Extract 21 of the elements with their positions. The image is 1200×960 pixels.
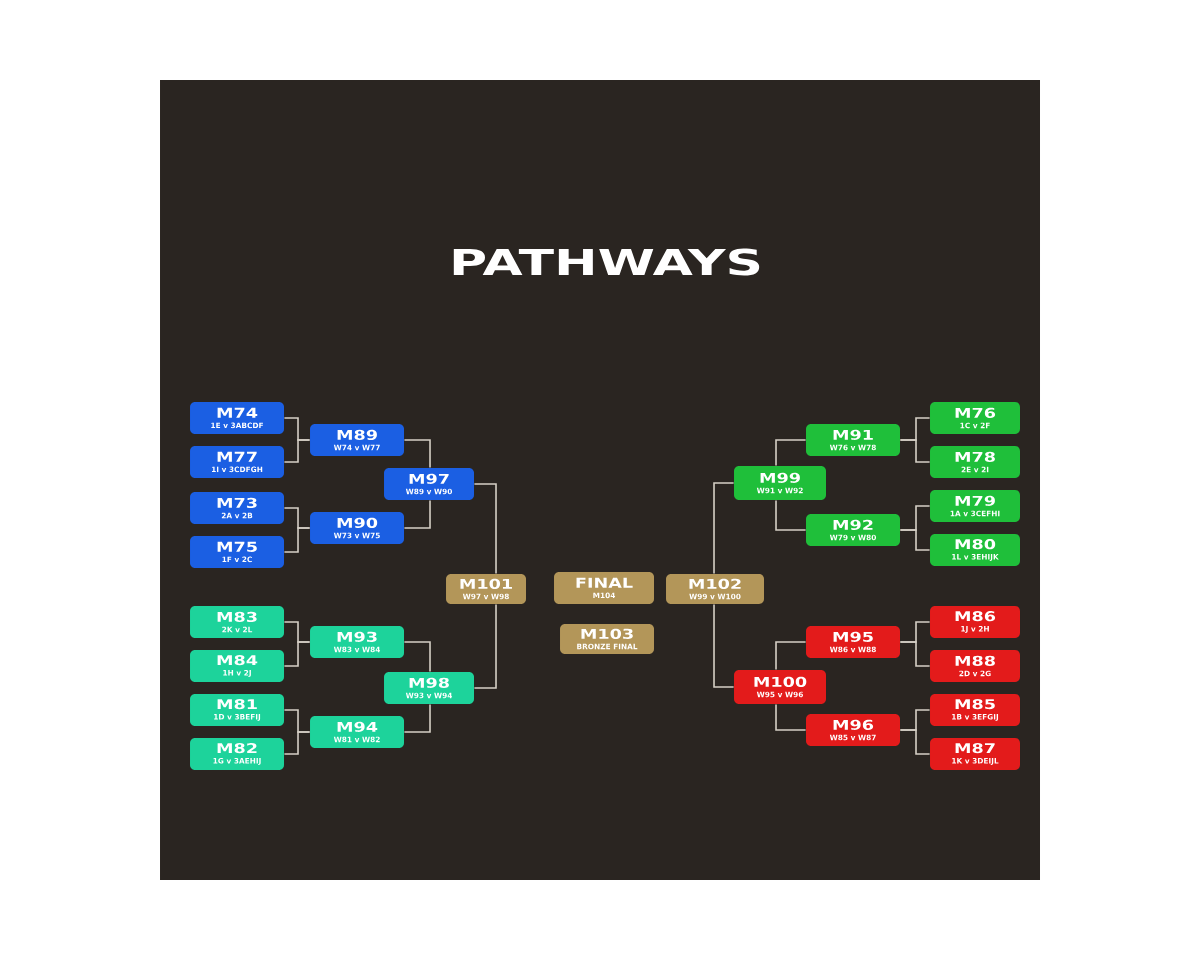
bracket-line bbox=[403, 439, 431, 469]
bracket-line bbox=[713, 482, 735, 575]
bracket-line bbox=[775, 703, 807, 731]
bracket-line bbox=[899, 729, 931, 755]
bracket-line bbox=[403, 499, 431, 529]
bracket-line bbox=[283, 641, 311, 667]
bracket-line bbox=[403, 703, 431, 733]
bracket-line bbox=[775, 499, 807, 531]
bracket-line bbox=[899, 529, 931, 551]
bracket-line bbox=[283, 527, 311, 553]
bracket-line bbox=[775, 439, 807, 467]
bracket-line bbox=[283, 439, 311, 463]
bracket-line bbox=[899, 641, 931, 667]
bracket-line bbox=[775, 641, 807, 671]
title: PATHWAYS bbox=[453, 248, 760, 276]
bracket-line bbox=[899, 439, 931, 463]
bracket-line bbox=[403, 641, 431, 673]
bracket-line bbox=[473, 483, 497, 575]
bracket-line bbox=[283, 731, 311, 755]
bracket-line bbox=[473, 603, 497, 689]
bracket-line bbox=[713, 603, 735, 688]
